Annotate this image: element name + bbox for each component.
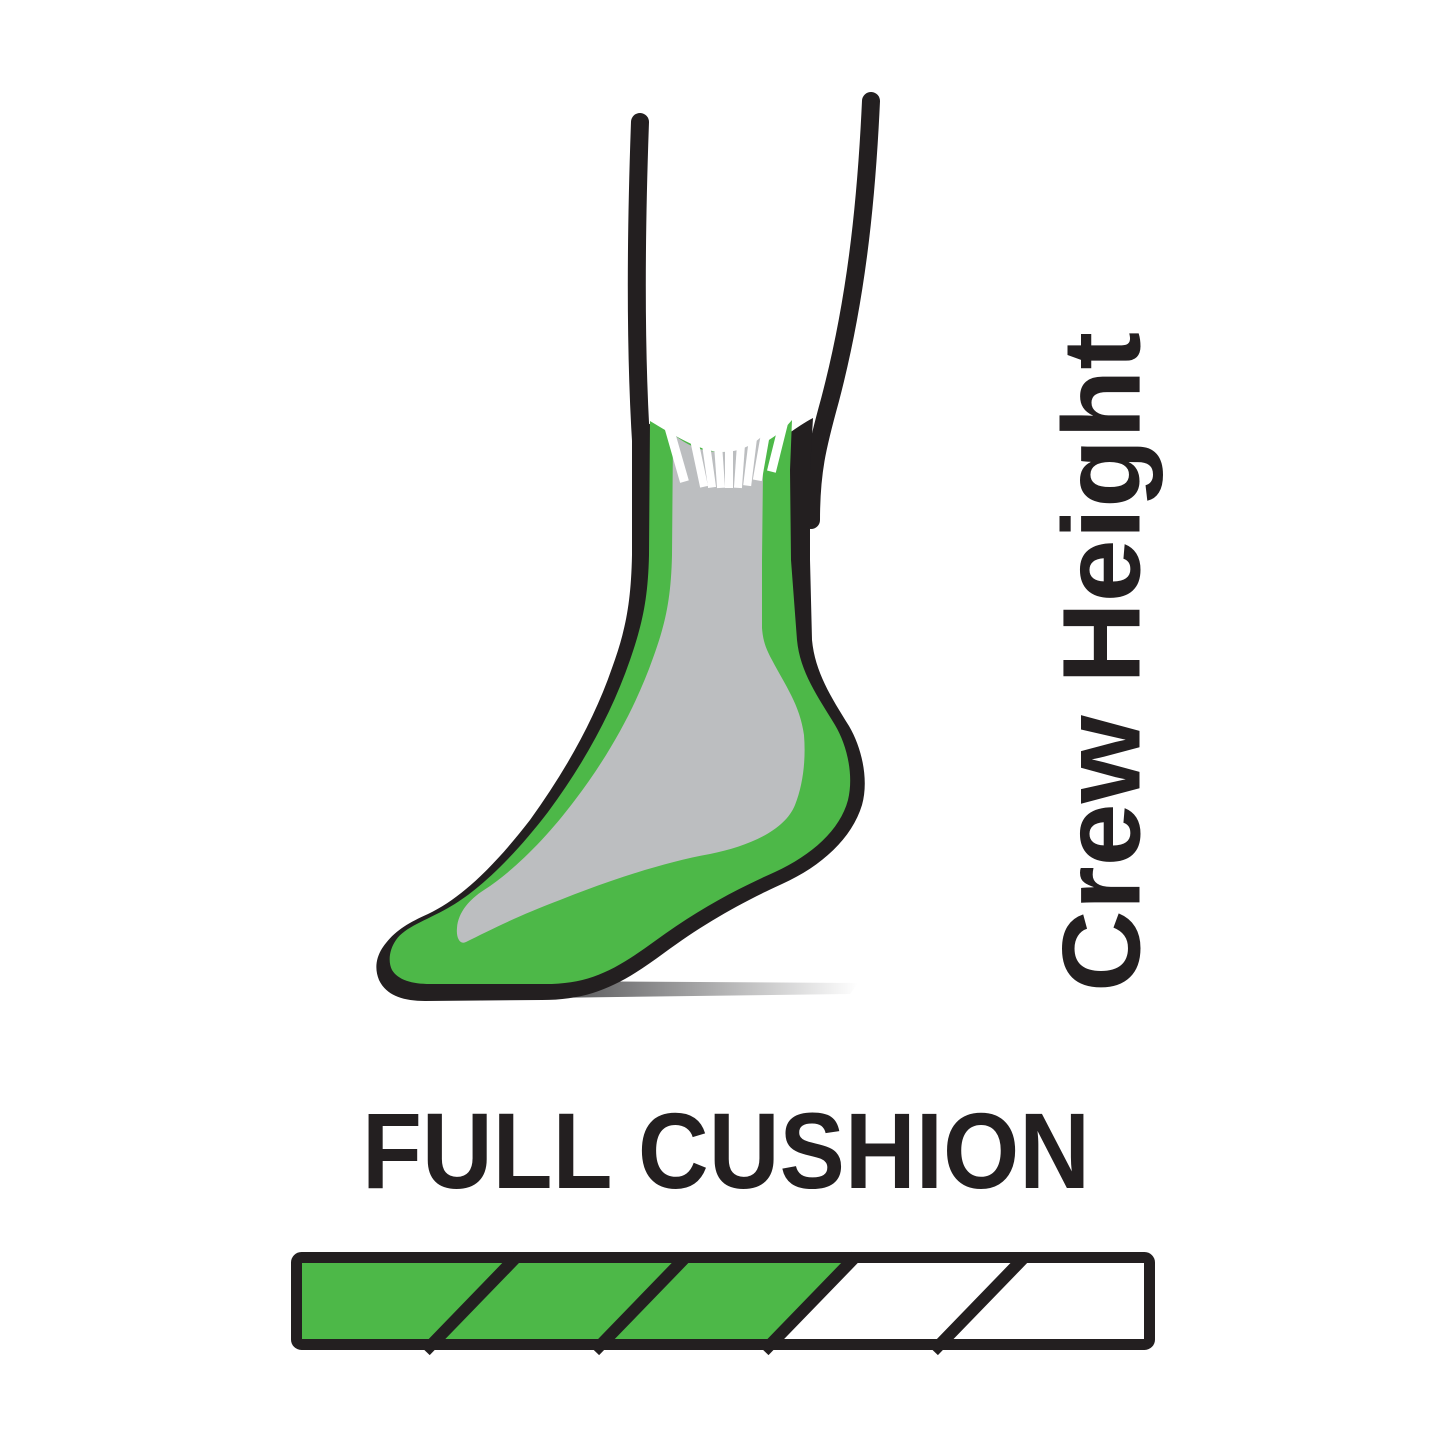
cuff-rib-stripe [725,426,733,488]
cuff-rib-sliver-right-outer [767,420,789,473]
cuff-rib-stripe [687,425,708,488]
height-label: Crew Height [1041,332,1164,992]
meter-divider-2 [590,1251,692,1356]
meter-cell-4 [767,1259,1023,1348]
cuff-rib-stripe [712,425,726,489]
cuff-rib-sliver-left [663,422,689,483]
cuff-rib-sliver-right-inner [752,425,772,482]
foot-shadow [543,981,858,998]
cushion-label: FULL CUSHION [362,1090,1090,1211]
right-leg-line [802,92,880,529]
meter-cell-3 [597,1259,854,1348]
cuff-rib-stripe [733,425,747,489]
meter-cell-5 [936,1259,1152,1348]
meter-divider-3 [759,1251,861,1356]
cushion-meter [291,1251,1155,1356]
meter-border [291,1252,1155,1350]
meter-divider-1 [421,1251,522,1356]
meter-cell-2 [428,1259,684,1348]
sock-body-gray [456,432,805,943]
cuff-rib-stripe [743,425,759,487]
meter-divider-4 [929,1251,1030,1356]
cuff-rib-stripe [699,425,717,488]
meter-cell-1 [299,1259,515,1348]
cuff-ribbing [663,420,789,489]
